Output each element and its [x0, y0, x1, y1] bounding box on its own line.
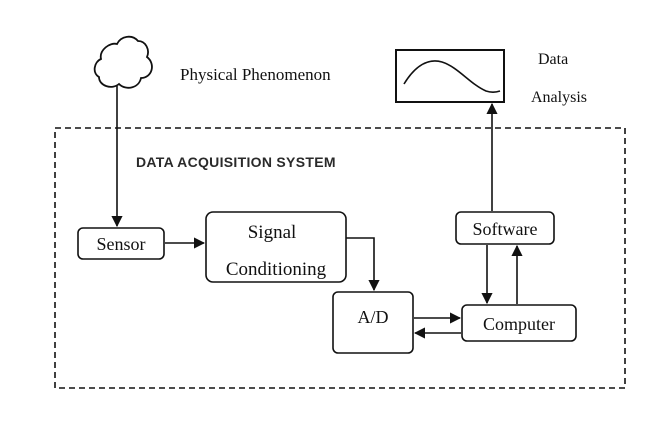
system-boundary	[54, 127, 626, 389]
signal-conditioning-label-line2: Conditioning	[226, 259, 327, 280]
arrow-signal-conditioning-to-ad	[346, 237, 380, 292]
computer-block: Computer	[461, 304, 577, 342]
cloud-icon	[93, 35, 153, 89]
data-analysis-label-line1: Data	[538, 51, 568, 68]
analysis-curve	[403, 60, 501, 93]
system-title: DATA ACQUISITION SYSTEM	[136, 154, 336, 170]
software-block: Software	[455, 211, 555, 245]
ad-converter-label: A/D	[358, 307, 389, 327]
data-analysis-label-line2: Analysis	[531, 89, 587, 106]
sensor-block: Sensor	[77, 227, 165, 260]
signal-conditioning-block: Signal Conditioning	[205, 211, 347, 283]
signal-conditioning-label-line1: Signal	[248, 222, 297, 243]
software-label: Software	[473, 219, 538, 239]
phenomenon-label: Physical Phenomenon	[180, 65, 331, 84]
ad-converter-block: A/D	[332, 291, 414, 354]
data-analysis-box	[395, 49, 505, 103]
computer-label: Computer	[483, 314, 555, 334]
sensor-label: Sensor	[97, 234, 146, 254]
